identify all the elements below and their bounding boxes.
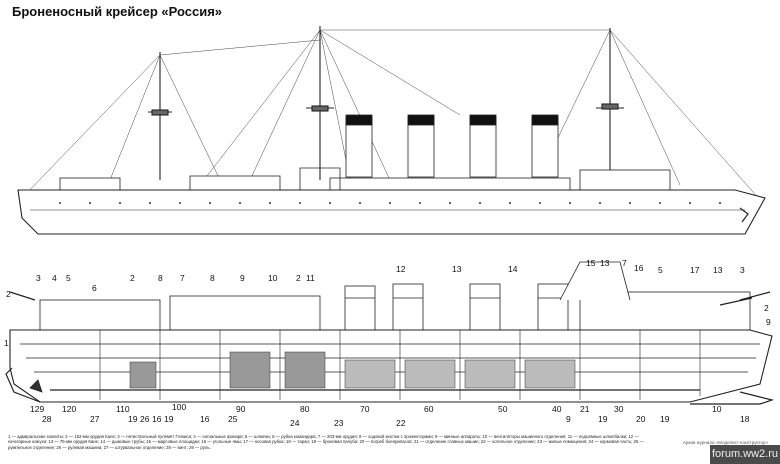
- callout-label: 2: [130, 273, 135, 283]
- callout-label: 2: [6, 289, 11, 299]
- credit-text: Архив журнала «Моделист-конструктор»: [682, 440, 768, 445]
- callout-label: 3: [740, 265, 745, 275]
- callout-label: 11: [306, 273, 315, 283]
- callout-label: 1: [4, 338, 9, 348]
- side-callouts: 1 2 9: [4, 303, 771, 348]
- portholes: [59, 202, 721, 204]
- callout-label: 2: [764, 303, 769, 313]
- funnels: [345, 114, 559, 178]
- callout-label: 90: [236, 404, 246, 414]
- callout-label: 13: [452, 264, 462, 274]
- hull-profile: [17, 189, 766, 235]
- callout-label: 18: [740, 414, 750, 424]
- callout-label: 16: [634, 263, 644, 273]
- anchor-icon: [739, 207, 749, 223]
- callout-label: 20: [636, 414, 646, 424]
- callout-label: 25: [228, 414, 238, 424]
- boilers: [344, 359, 576, 389]
- callout-label: 13: [713, 265, 723, 275]
- callout-label: 40: [552, 404, 562, 414]
- callout-label: 26: [140, 414, 150, 424]
- stern-shape: [5, 367, 41, 403]
- callout-label: 10: [268, 273, 278, 283]
- callout-label: 19: [128, 414, 138, 424]
- callout-label: 15: [586, 258, 596, 268]
- callout-label: 100: [172, 402, 186, 412]
- watermark: forum.ww2.ru: [710, 445, 780, 464]
- callout-label: 28: [42, 414, 52, 424]
- top-callouts: 2 3 4 5 6 2 8 7 8 9 10 2 11 12 13 14 15 …: [6, 258, 745, 299]
- callout-label: 9: [240, 273, 245, 283]
- callout-label: 10: [712, 404, 722, 414]
- propeller-icon: [29, 379, 43, 393]
- profile-view: [17, 26, 766, 235]
- callout-label: 8: [158, 273, 163, 283]
- superstructure: [59, 167, 671, 191]
- callout-label: 22: [396, 418, 406, 428]
- callout-label: 13: [600, 258, 610, 268]
- callout-label: 19: [598, 414, 608, 424]
- engines: [129, 351, 326, 389]
- callout-label: 6: [92, 283, 97, 293]
- callout-label: 30: [614, 404, 624, 414]
- callout-label: 120: [62, 404, 76, 414]
- callout-label: 24: [290, 418, 300, 428]
- callout-label: 27: [90, 414, 100, 424]
- callout-label: 60: [424, 404, 434, 414]
- callout-label: 14: [508, 264, 518, 274]
- callout-label: 9: [766, 317, 771, 327]
- callout-label: 110: [116, 404, 130, 414]
- callout-label: 19: [164, 414, 174, 424]
- callout-label: 5: [66, 273, 71, 283]
- page-title: Броненосный крейсер «Россия»: [12, 4, 223, 19]
- bottom-callouts: 129 28 120 27 110 19 26 16 19 100 16 25 …: [30, 402, 750, 428]
- callout-label: 2: [296, 273, 301, 283]
- callout-label: 12: [396, 264, 406, 274]
- callout-label: 5: [658, 265, 663, 275]
- callout-label: 19: [660, 414, 670, 424]
- rigging: [19, 29, 761, 201]
- callout-label: 129: [30, 404, 44, 414]
- callout-label: 16: [152, 414, 162, 424]
- callout-label: 7: [180, 273, 185, 283]
- legend-text: 1 — адмиральские кокпиты; 2 — 152-мм ору…: [8, 434, 644, 450]
- bulkheads: [99, 330, 701, 400]
- callout-label: 80: [300, 404, 310, 414]
- callout-label: 16: [200, 414, 210, 424]
- callout-label: 50: [498, 404, 508, 414]
- callout-label: 70: [360, 404, 370, 414]
- ram-bow: [690, 391, 775, 405]
- callout-label: 17: [690, 265, 700, 275]
- masts: [148, 26, 624, 180]
- callout-label: 21: [580, 404, 590, 414]
- callout-label: 4: [52, 273, 57, 283]
- callout-label: 8: [210, 273, 215, 283]
- callout-label: 7: [622, 258, 627, 268]
- callout-label: 3: [36, 273, 41, 283]
- callout-label: 9: [566, 414, 571, 424]
- guns: [9, 291, 771, 306]
- callout-label: 23: [334, 418, 344, 428]
- section-view: [5, 261, 775, 405]
